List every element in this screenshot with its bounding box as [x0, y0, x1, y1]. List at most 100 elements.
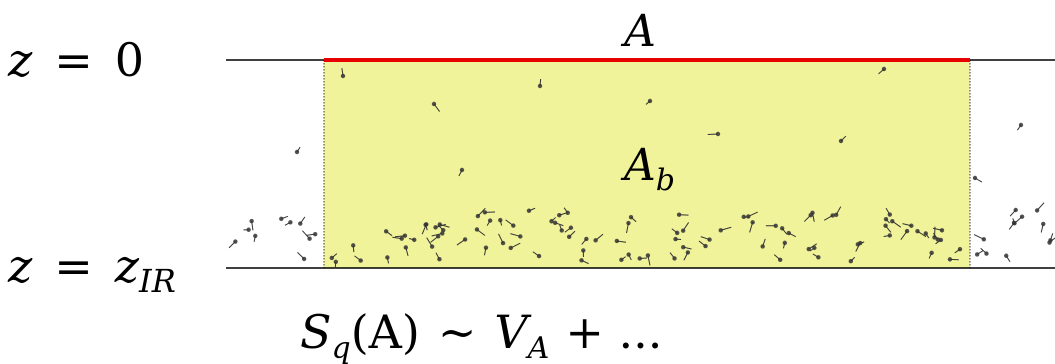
- particle-dot: [645, 253, 651, 258]
- particle-dot: [403, 245, 409, 250]
- formula-v-sub: A: [525, 331, 550, 364]
- particle-dot: [557, 213, 562, 218]
- particle-dot: [777, 257, 783, 262]
- particle-dot: [526, 208, 532, 213]
- bulk-region-fill: [324, 60, 970, 268]
- bulk-region-label-sub: b: [656, 163, 675, 198]
- particle-dot: [981, 237, 987, 242]
- particle-dot: [429, 244, 435, 249]
- particle-dot: [537, 83, 543, 89]
- particle-dot: [482, 210, 488, 215]
- bulk-region-label: Ab: [620, 140, 675, 198]
- particle-dot: [947, 257, 953, 262]
- formula-sim: ~: [438, 305, 477, 359]
- particle-dot: [431, 101, 437, 107]
- particle-dot: [890, 218, 895, 224]
- particle-dot: [566, 234, 572, 240]
- particle-dot: [249, 218, 254, 224]
- entropy-formula: Sq(A)~VA+ ...: [300, 305, 662, 364]
- particle-dot: [581, 248, 586, 253]
- particle-dot: [500, 240, 506, 246]
- particle-dot: [816, 255, 821, 260]
- particle-dot: [812, 245, 817, 251]
- particle-dot: [628, 215, 634, 220]
- particle-dot: [810, 210, 815, 216]
- particle-dot: [887, 212, 893, 217]
- z-ir-rhs: z: [114, 239, 140, 293]
- particle-dot: [685, 250, 691, 255]
- particle-dot: [676, 212, 682, 217]
- particle-dot: [340, 73, 346, 79]
- particle-dot: [806, 246, 811, 252]
- particle-dot: [579, 258, 584, 263]
- particle-dot: [972, 175, 978, 181]
- particle-dot: [536, 253, 542, 259]
- particle-dot: [552, 220, 558, 226]
- particle-dot: [957, 246, 963, 252]
- particle-dot: [647, 98, 653, 104]
- particle-dot: [253, 233, 258, 239]
- particle-dot: [760, 244, 765, 249]
- particle-dot: [1019, 214, 1025, 219]
- particle-dot: [593, 238, 598, 243]
- particle-dot: [626, 252, 631, 257]
- particle-dot: [830, 213, 835, 218]
- particle-dot: [1013, 207, 1018, 213]
- particle-dot: [904, 228, 910, 234]
- particle-dot: [619, 257, 624, 263]
- particle-dot: [508, 245, 513, 251]
- particle-dot: [333, 259, 339, 264]
- particle-dot: [1047, 240, 1052, 245]
- particle-dot: [680, 228, 686, 233]
- particle-dot: [1011, 220, 1017, 225]
- particle-dot: [923, 231, 928, 236]
- formula-s-sub: q: [332, 331, 351, 364]
- particle-dot: [741, 214, 746, 220]
- particle-dot: [584, 236, 589, 242]
- particle-dot: [511, 223, 516, 228]
- z-zero-label: z=0: [7, 33, 144, 87]
- particle-dot: [233, 239, 238, 244]
- particle-dot: [746, 214, 751, 219]
- particle-dot: [475, 213, 481, 219]
- particle-dot: [707, 237, 712, 242]
- z-ir-eq: =: [54, 239, 93, 293]
- z-zero-lhs: z: [7, 33, 33, 87]
- particle-dot: [848, 259, 854, 264]
- particle-dot: [565, 210, 570, 216]
- particle-dot: [703, 243, 708, 249]
- particle-dot: [358, 258, 363, 263]
- particle-dot: [424, 222, 429, 227]
- particle-dot: [294, 149, 300, 155]
- particle-dot: [301, 256, 307, 262]
- particle-dot: [307, 236, 312, 241]
- particle-dot: [938, 237, 944, 243]
- particle-dot: [483, 245, 489, 250]
- particle-dot: [288, 220, 293, 225]
- particle-dot: [412, 237, 417, 243]
- boundary-region-label: A: [620, 6, 656, 57]
- particle-dot: [487, 218, 493, 223]
- particle-dot: [939, 228, 945, 233]
- particles-group: [228, 66, 1055, 269]
- particle-dot: [673, 236, 678, 242]
- particle-dot: [915, 228, 920, 234]
- particle-dot: [549, 219, 554, 224]
- particle-dot: [568, 225, 574, 230]
- particle-dot: [433, 225, 438, 230]
- formula-s: S: [300, 305, 332, 359]
- particle-dot: [883, 217, 889, 222]
- z-ir-lhs: z: [7, 239, 33, 293]
- formula-tail: + ...: [565, 305, 662, 359]
- particle-dot: [672, 256, 677, 261]
- particle-dot: [474, 227, 480, 232]
- particle-dot: [436, 234, 441, 239]
- bulk-region-label-main: A: [620, 140, 656, 191]
- z-ir-rhs-sub: IR: [138, 262, 176, 300]
- particle-dot: [1018, 122, 1024, 128]
- particle-dot: [833, 212, 839, 218]
- particle-dot: [984, 251, 989, 256]
- formula-arg: (A): [351, 305, 420, 359]
- particle-dot: [459, 167, 465, 173]
